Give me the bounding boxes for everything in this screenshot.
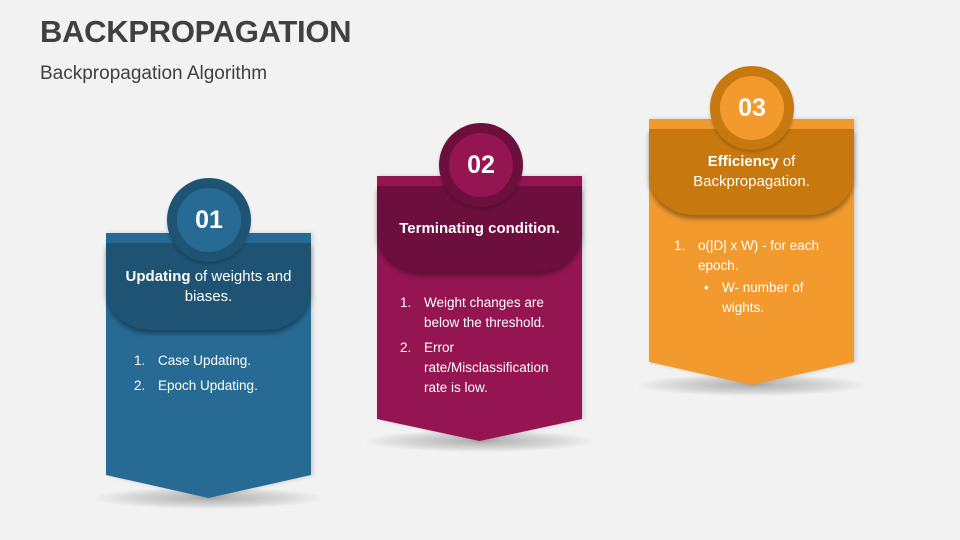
card-shadow	[94, 487, 323, 509]
slide-subtitle: Backpropagation Algorithm	[40, 63, 268, 84]
list-item: 1.Weight changes are below the threshold…	[400, 295, 545, 330]
number-badge-01: 01	[167, 178, 251, 262]
card-list: 1.o(|D| x W) - for each epoch. •W- numbe…	[674, 236, 834, 318]
card-heading: Efficiency of Backpropagation.	[649, 129, 854, 215]
list-item: 2.Error rate/Misclassification rate is l…	[400, 340, 549, 395]
card-shadow	[637, 374, 866, 396]
number-badge-03: 03	[710, 66, 794, 150]
list-item: 2.Epoch Updating.	[134, 378, 258, 393]
card-list: 1.Case Updating. 2.Epoch Updating.	[134, 351, 304, 401]
list-item: 1.o(|D| x W) - for each epoch.	[674, 238, 820, 273]
card-03: Efficiency of Backpropagation. 1.o(|D| x…	[637, 119, 866, 396]
list-item: 1.Case Updating.	[134, 353, 252, 368]
card-01: Updating of weights and biases. 1.Case U…	[94, 233, 323, 509]
card-list: 1.Weight changes are below the threshold…	[400, 293, 572, 403]
card-shadow	[365, 430, 594, 452]
slide-title: BACKPROPAGATION	[40, 14, 352, 49]
card-02: Terminating condition. 1.Weight changes …	[365, 176, 594, 452]
number-badge-02: 02	[439, 123, 523, 207]
list-subitem: •W- number of wights.	[704, 280, 804, 315]
